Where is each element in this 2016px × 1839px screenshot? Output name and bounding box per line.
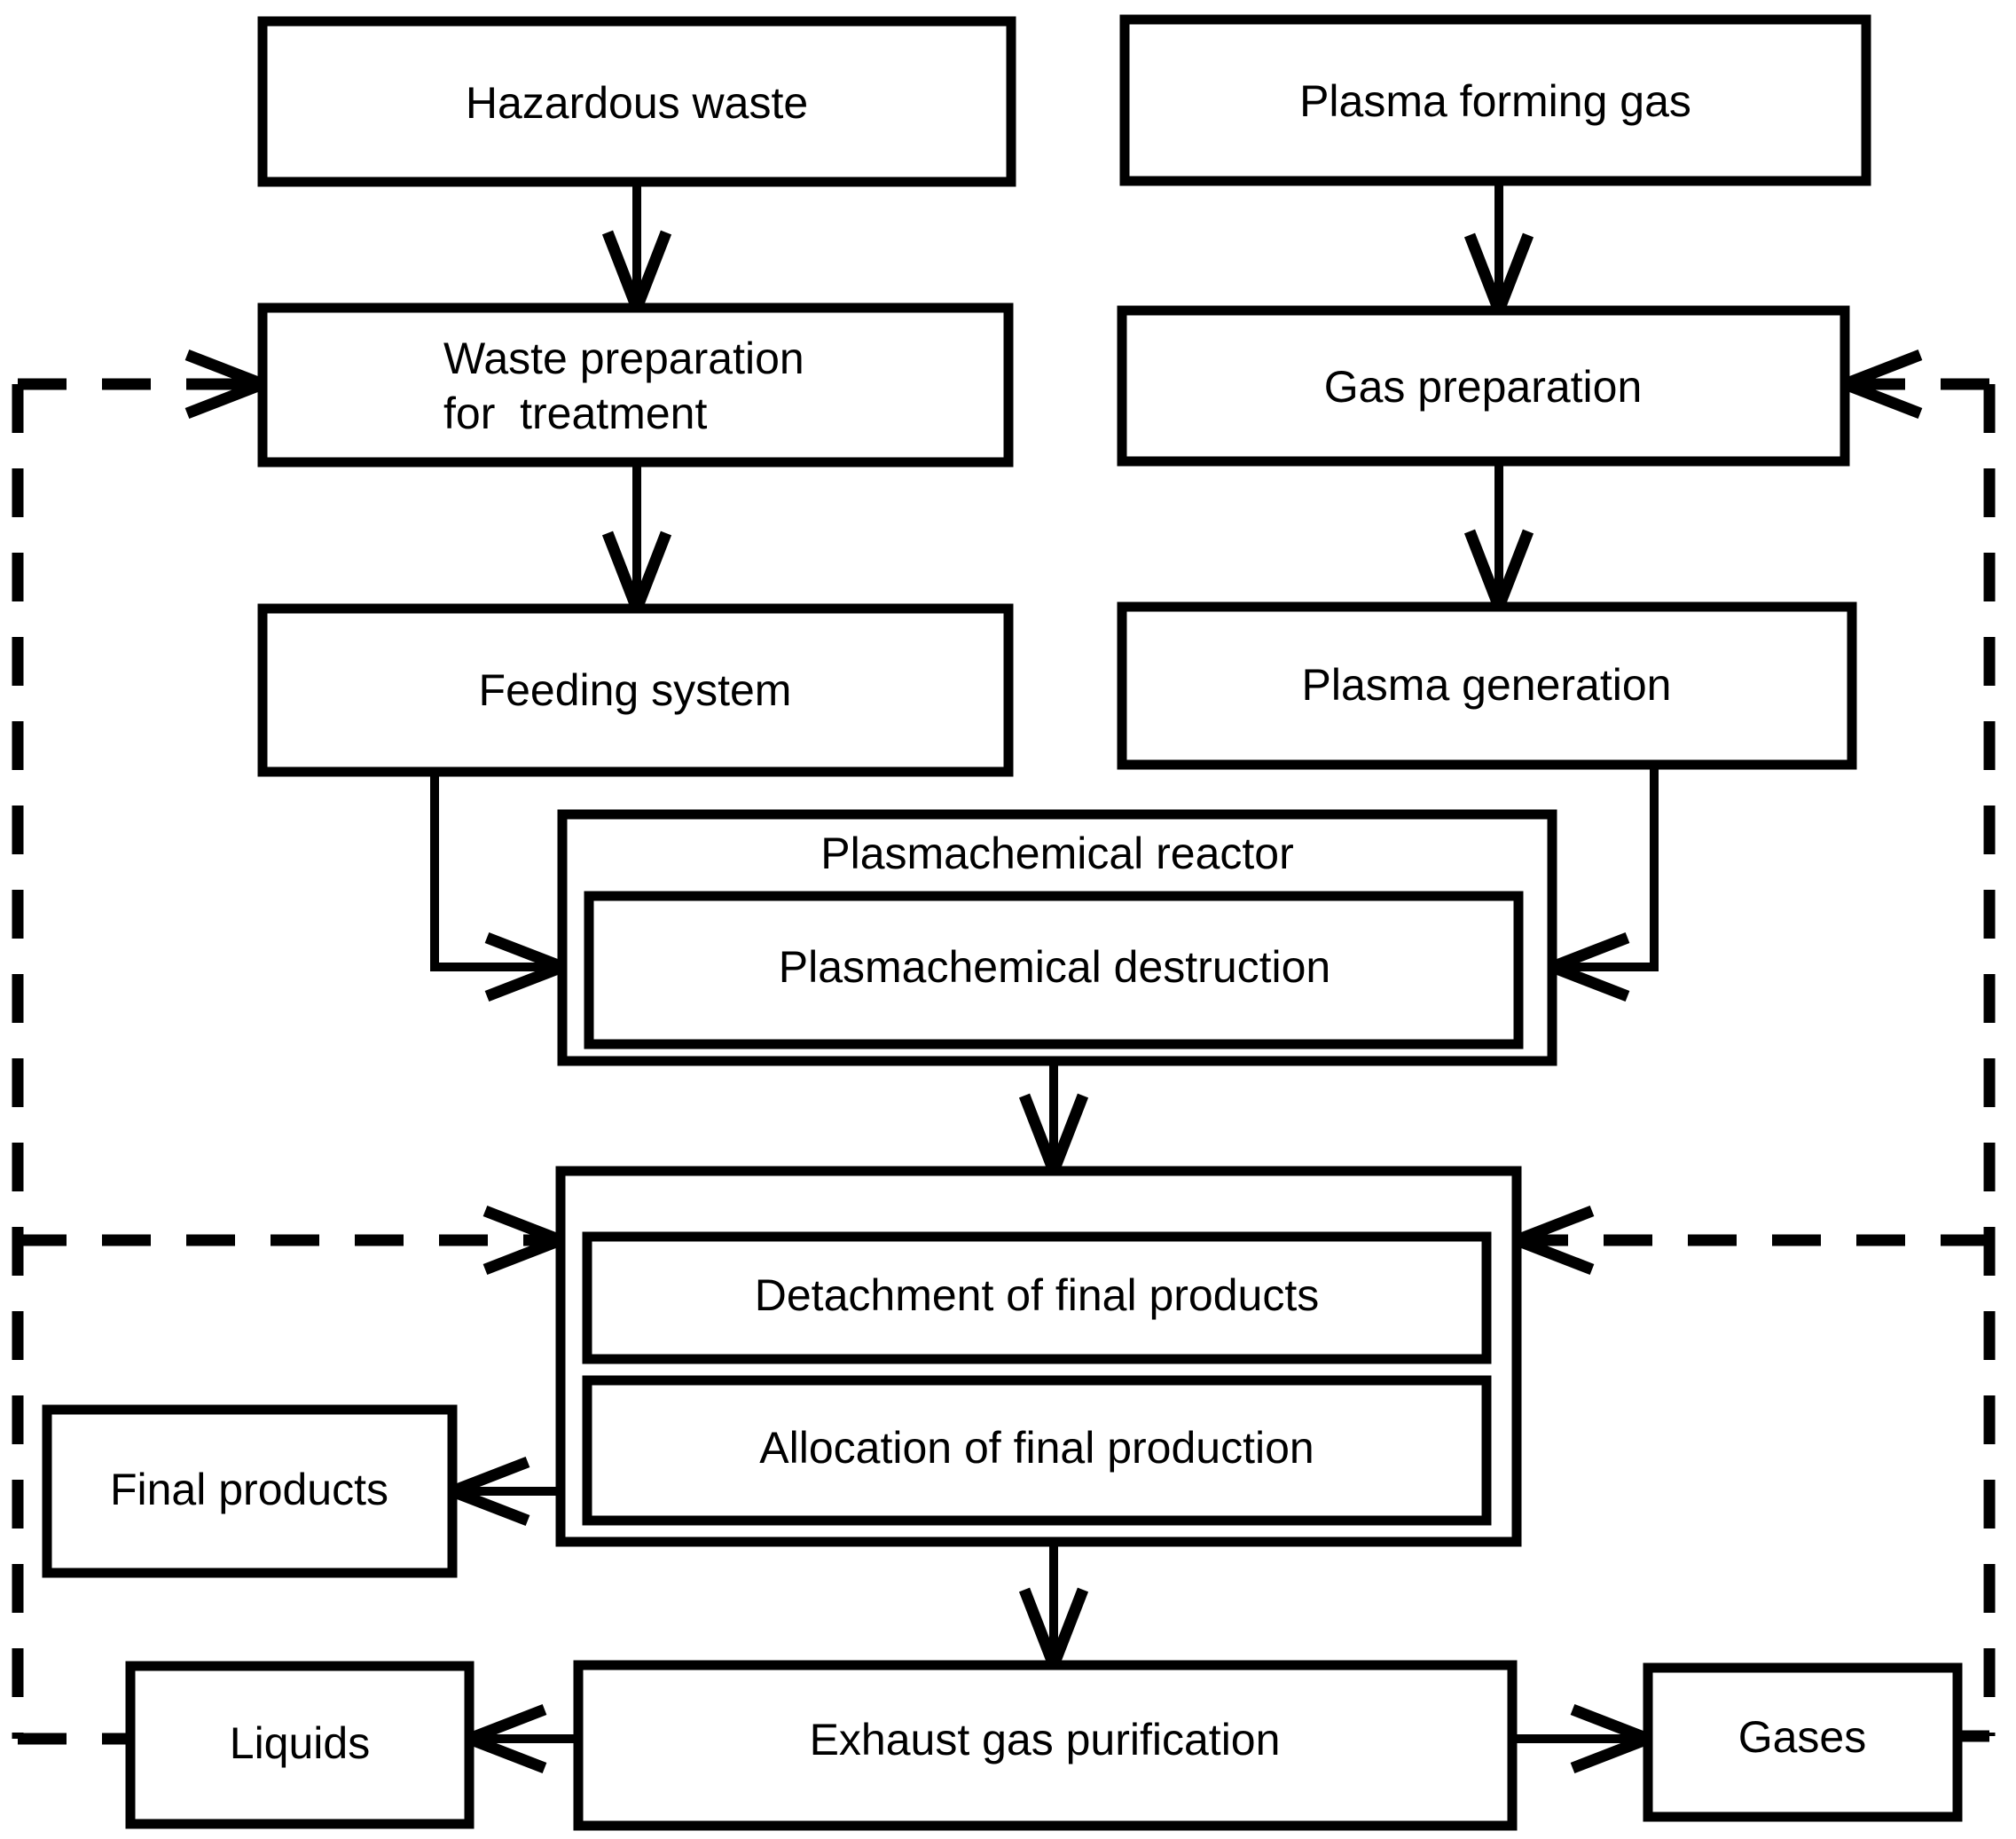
arrow-plasma-generation-to-reactor — [1536, 765, 1659, 1002]
dashed-left-to-detachment-arrow — [18, 1205, 577, 1276]
liquids-label: Liquids — [230, 1718, 370, 1768]
waste-preparation-box — [257, 303, 1014, 468]
gas-preparation-box — [1117, 305, 1850, 467]
allocation-of-final-production-label: Allocation of final production — [759, 1423, 1314, 1473]
detachment-of-final-products-box — [582, 1231, 1492, 1364]
gas-preparation-label: Gas preparation — [1324, 362, 1643, 412]
final-products-label: Final products — [110, 1465, 388, 1514]
gases-box — [1643, 1662, 1963, 1822]
dashed-liquids-to-waste-preparation-arrow — [18, 349, 278, 420]
liquids-box — [125, 1661, 475, 1829]
hazardous-waste-box — [257, 16, 1016, 187]
waste-preparation-label-line1: Waste preparation — [443, 334, 804, 383]
feeding-system-label: Feeding system — [479, 665, 792, 715]
arrow-hazardous-to-waste-preparation — [601, 182, 672, 324]
arrow-exhaust-to-gases — [1512, 1703, 1664, 1774]
feeding-system-box — [257, 603, 1014, 777]
waste-preparation-label-line2: for treatment — [443, 389, 707, 438]
dashed-right-to-detachment-arrow — [1501, 1205, 1989, 1276]
plasma-forming-gas-label: Plasma forming gas — [1299, 76, 1691, 126]
hazardous-waste-label: Hazardous waste — [466, 78, 808, 128]
plasma-generation-label: Plasma generation — [1302, 660, 1672, 710]
dashed-gases-to-gas-preparation-arrow — [1829, 349, 1989, 420]
arrow-plasma-forming-to-gas-preparation — [1463, 181, 1534, 326]
plasmachemical-reactor-label: Plasmachemical reactor — [820, 829, 1294, 878]
allocation-of-final-production-box — [582, 1375, 1492, 1526]
plasma-generation-box — [1117, 601, 1857, 770]
arrow-reactor-to-detachment — [1018, 1061, 1089, 1187]
gases-label: Gases — [1738, 1712, 1867, 1762]
arrow-allocation-to-final-products — [436, 1456, 561, 1527]
detachment-of-final-products-label: Detachment of final products — [755, 1270, 1319, 1320]
exhaust-gas-purification-box — [573, 1660, 1518, 1831]
final-products-box — [42, 1404, 458, 1578]
arrow-gas-preparation-to-plasma-generation — [1463, 461, 1534, 623]
arrow-feeding-system-to-reactor — [430, 772, 578, 1002]
arrow-detachment-to-exhaust — [1018, 1542, 1089, 1681]
plasma-forming-gas-box — [1119, 14, 1871, 186]
plasmachemical-destruction-label: Plasmachemical destruction — [779, 942, 1331, 992]
exhaust-gas-purification-label: Exhaust gas purification — [810, 1715, 1281, 1764]
arrow-waste-preparation-to-feeding-system — [601, 462, 672, 625]
plasmachemical-destruction-box — [584, 891, 1524, 1049]
arrow-exhaust-to-liquids — [453, 1703, 578, 1774]
